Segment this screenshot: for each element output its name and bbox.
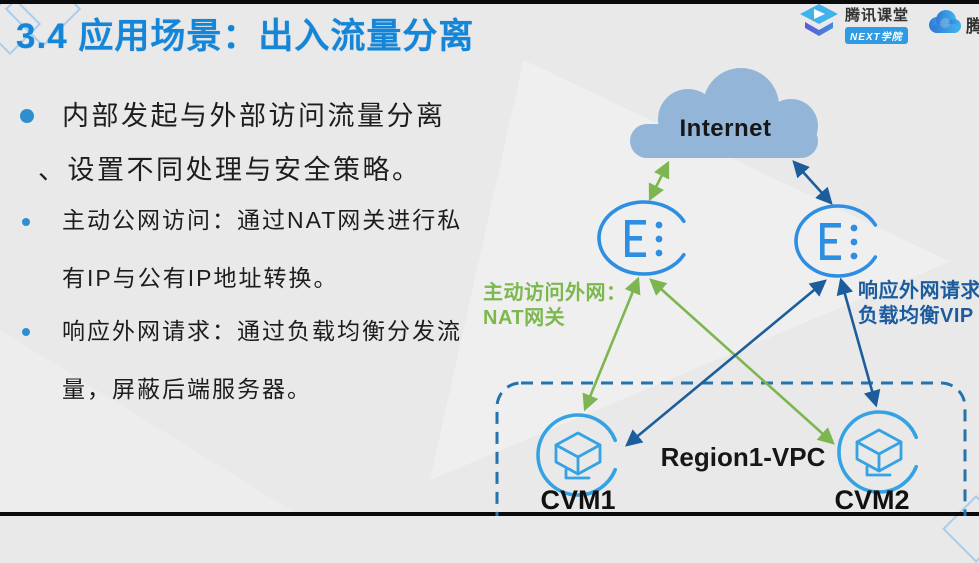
bullet-dot <box>20 109 34 123</box>
graduation-cap-play-icon <box>798 3 840 46</box>
letterbox-bar-top <box>0 0 979 4</box>
nat-gateway-caption: 主动访问外网： NAT网关 <box>483 281 627 331</box>
bullet-dot <box>22 218 30 226</box>
internet-label: Internet <box>679 115 772 142</box>
bullet-1-line-2: 、设置不同处理与安全策略。 <box>38 155 422 185</box>
vpc-region-label: Region1-VPC <box>660 442 826 472</box>
letterbox-bar-bottom <box>0 512 979 516</box>
page-title: 3.4 应用场景：出入流量分离 <box>16 17 475 56</box>
bullet-item-3: 响应外网请求：通过负载均衡分发流 量，屏蔽后端服务器。 <box>62 302 492 418</box>
cvm2-label: CVM2 <box>834 485 910 515</box>
cvm1-label: CVM1 <box>540 485 616 515</box>
cloud-logo-icon <box>924 7 962 42</box>
lb-caption: 响应外网请求： 负载均衡VIP <box>858 279 979 329</box>
bullet-3-line-1: 响应外网请求：通过负载均衡分发流 <box>62 318 462 344</box>
cvm-icon <box>837 410 921 494</box>
bullet-2-line-2: 有IP与公有IP地址转换。 <box>62 265 339 291</box>
bullet-item-1: 内部发起与外部访问流量分离 、设置不同处理与安全策略。 <box>38 89 492 197</box>
nat-caption-line-2: NAT网关 <box>483 307 566 329</box>
bullet-1-line-1: 内部发起与外部访问流量分离 <box>62 101 446 131</box>
header-logos: 腾讯课堂 NEXT学院 腾讯云 <box>798 3 979 45</box>
lb-caption-line-1: 响应外网请求： <box>858 280 979 302</box>
lb-caption-line-2: 负载均衡VIP <box>858 305 974 327</box>
bullet-dot <box>22 328 30 336</box>
tencent-cloud-logo: 腾讯云 <box>924 7 979 42</box>
nat-caption-line-1: 主动访问外网： <box>483 282 627 304</box>
bullet-3-line-2: 量，屏蔽后端服务器。 <box>62 376 312 402</box>
tencent-classroom-name: 腾讯课堂 <box>845 7 910 24</box>
tencent-classroom-logo: 腾讯课堂 NEXT学院 <box>798 3 909 46</box>
tencent-cloud-name: 腾讯云 <box>966 16 979 36</box>
next-academy-badge: NEXT学院 <box>845 27 908 44</box>
bullet-2-line-1: 主动公网访问：通过NAT网关进行私 <box>62 207 463 233</box>
bullet-item-2: 主动公网访问：通过NAT网关进行私 有IP与公有IP地址转换。 <box>62 191 492 307</box>
corner-diamond-decoration <box>942 494 979 563</box>
